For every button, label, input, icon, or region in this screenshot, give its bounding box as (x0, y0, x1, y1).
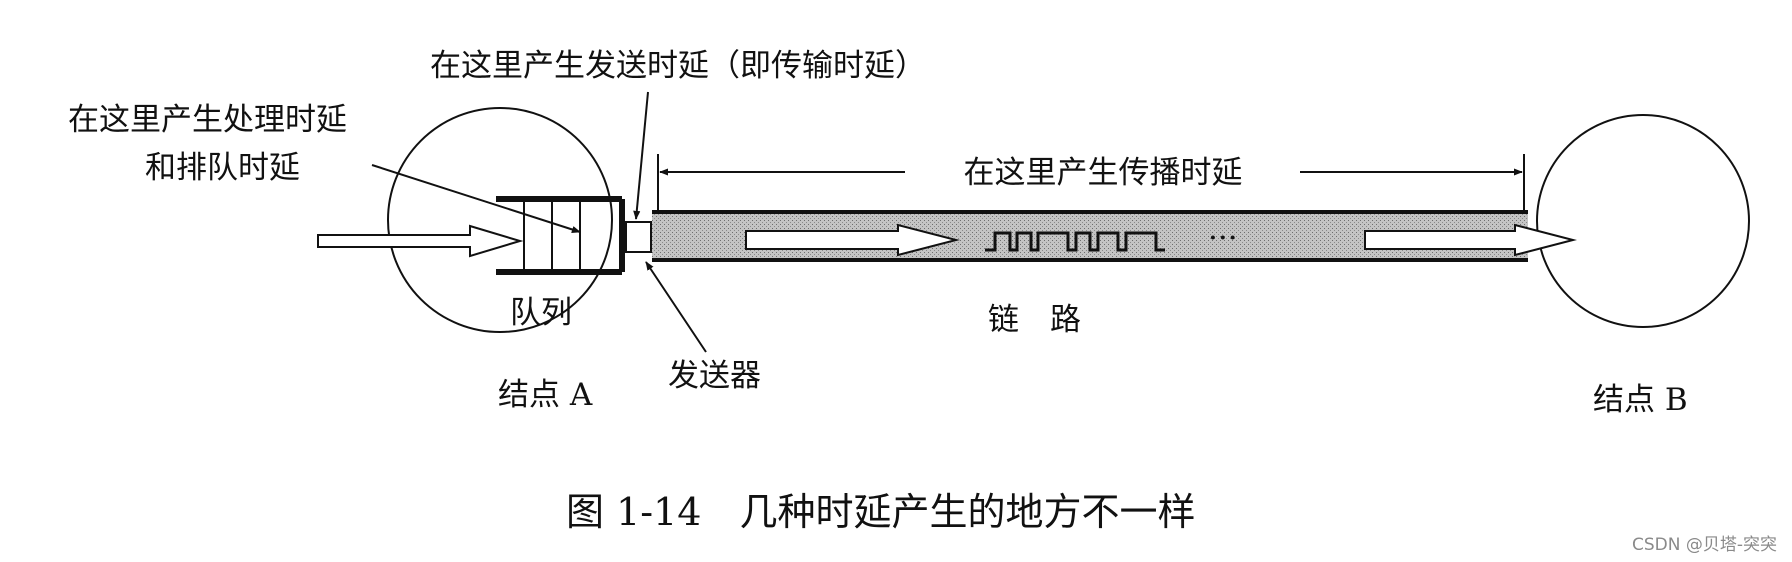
transmission-delay-label: 在这里产生发送时延（即传输时延） (430, 48, 926, 84)
node-b-circle (1536, 114, 1750, 328)
processing-delay-label-line1: 在这里产生处理时延 (68, 102, 347, 138)
node-a-label: 结点 A (498, 377, 593, 413)
transmitter-box (625, 221, 652, 253)
processing-leader-line (371, 164, 581, 233)
transmitter-leader-line (645, 261, 707, 353)
transmitter-label: 发送器 (668, 358, 761, 394)
watermark: CSDN @贝塔-突突 (1632, 535, 1777, 555)
node-b-label: 结点 B (1593, 382, 1688, 418)
ellipsis-label: ··· (1208, 220, 1238, 256)
queue-label: 队列 (510, 295, 572, 331)
propagation-dimension (657, 154, 1525, 210)
input-arrow (317, 224, 524, 258)
figure-caption: 图 1-14 几种时延产生的地方不一样 (566, 490, 1195, 534)
link-label: 链 路 (988, 302, 1081, 338)
pulse-train (985, 231, 1165, 252)
transmission-leader-line (633, 91, 649, 220)
link-arrow-left (745, 223, 960, 257)
processing-delay-label-line2: 和排队时延 (145, 150, 300, 186)
link-arrow-right (1364, 223, 1577, 257)
node-a-circle (387, 107, 613, 333)
propagation-delay-label: 在这里产生传播时延 (964, 155, 1243, 191)
